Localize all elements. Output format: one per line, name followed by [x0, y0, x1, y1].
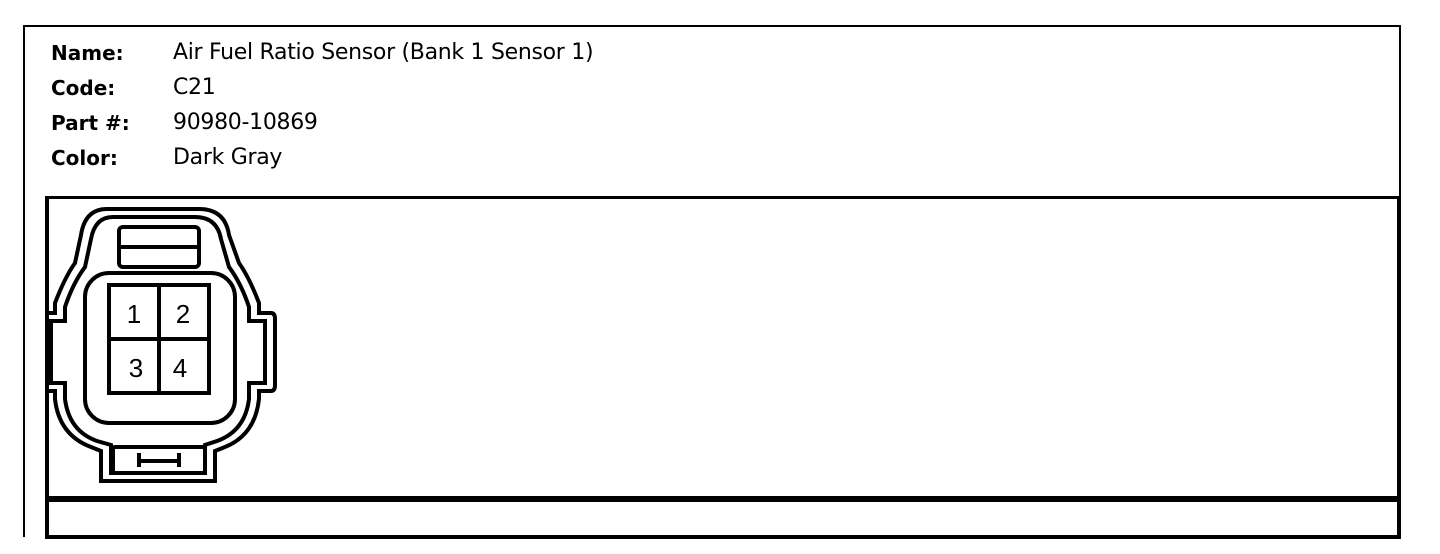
- color-value: Dark Gray: [173, 145, 283, 170]
- name-label: Name:: [51, 40, 124, 65]
- footer-strip: [45, 499, 1401, 539]
- code-row: Code: C21: [51, 70, 593, 105]
- connector-card: Name: Air Fuel Ratio Sensor (Bank 1 Sens…: [23, 25, 1401, 539]
- code-label: Code:: [51, 75, 116, 100]
- name-value: Air Fuel Ratio Sensor (Bank 1 Sensor 1): [173, 40, 594, 65]
- color-label: Color:: [51, 145, 118, 170]
- bottom-tab: [111, 445, 207, 475]
- part-label: Part #:: [51, 110, 130, 135]
- pin-3-label: 3: [129, 353, 143, 383]
- pin-4-label: 4: [173, 353, 187, 383]
- name-row: Name: Air Fuel Ratio Sensor (Bank 1 Sens…: [51, 35, 594, 70]
- color-row: Color: Dark Gray: [51, 140, 593, 175]
- part-row: Part #: 90980-10869: [51, 105, 593, 140]
- pin-2-label: 2: [176, 299, 190, 329]
- part-value: 90980-10869: [173, 110, 318, 135]
- code-value: C21: [173, 75, 216, 100]
- connector-info: Name: Air Fuel Ratio Sensor (Bank 1 Sens…: [51, 35, 594, 175]
- pin-1-label: 1: [127, 299, 141, 329]
- connector-face: [83, 271, 237, 425]
- connector-diagram-panel: 1 2 3 4: [45, 196, 1401, 500]
- four-pin-connector-icon: 1 2 3 4: [49, 207, 277, 483]
- housing-outer: [49, 207, 277, 483]
